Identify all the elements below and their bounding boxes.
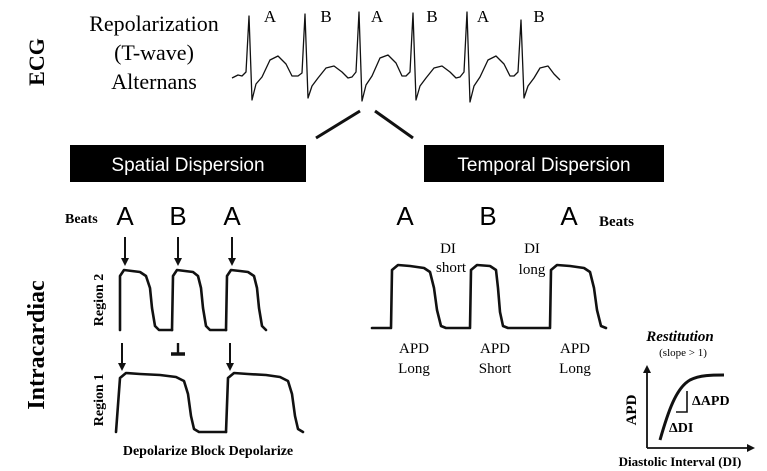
restitution-x-label: Diastolic Interval (DI) bbox=[619, 454, 742, 469]
region-2-label: Region 2 bbox=[92, 274, 107, 327]
ecg-title-line: (T-wave) bbox=[114, 40, 194, 65]
spatial-beat-letter: B bbox=[169, 201, 186, 231]
apd-labels: APD Long APD Short APD Long bbox=[398, 341, 591, 377]
split-line-left bbox=[315, 109, 361, 140]
split-line-right bbox=[374, 109, 414, 140]
ecg-beat-label: B bbox=[320, 7, 331, 26]
spatial-beats-label: Beats bbox=[65, 212, 98, 227]
apd-label: APD bbox=[399, 341, 429, 357]
restitution-subtitle: (slope > 1) bbox=[659, 347, 707, 359]
delta-apd-label: ΔAPD bbox=[692, 394, 730, 409]
region2-action-potential bbox=[224, 268, 268, 332]
ecg-trace bbox=[231, 11, 561, 103]
temporal-beats-label: Beats bbox=[599, 214, 634, 230]
temporal-action-potential-trace bbox=[370, 263, 608, 330]
di-short-label: DI bbox=[440, 241, 456, 257]
ecg-beat-label: B bbox=[426, 7, 437, 26]
restitution-curve bbox=[658, 373, 725, 441]
apd-label: APD bbox=[480, 341, 510, 357]
region1-action-potential bbox=[224, 371, 305, 434]
temporal-dispersion-label: Temporal Dispersion bbox=[457, 155, 630, 176]
temporal-beat-letter: A bbox=[396, 201, 414, 231]
region2-action-potential bbox=[170, 268, 228, 332]
restitution-y-label: APD bbox=[624, 394, 640, 425]
apd-label: Long bbox=[559, 361, 591, 377]
ecg-title: Repolarization (T-wave) Alternans bbox=[89, 11, 219, 94]
di-long-label: long bbox=[519, 262, 546, 278]
ecg-beat-label: A bbox=[477, 7, 490, 26]
spatial-dispersion-label: Spatial Dispersion bbox=[111, 155, 264, 176]
di-short-label: short bbox=[436, 260, 467, 276]
temporal-beat-letters: A B A bbox=[396, 201, 578, 231]
ecg-beat-label: B bbox=[533, 7, 544, 26]
di-labels: DI short DI long bbox=[436, 241, 546, 278]
temporal-beat-letter: B bbox=[479, 201, 496, 231]
region1-action-potential bbox=[114, 371, 228, 434]
ecg-beat-label: A bbox=[371, 7, 384, 26]
ecg-title-line: Alternans bbox=[111, 69, 197, 94]
restitution-slope-triangle bbox=[676, 391, 688, 413]
restitution-title: Restitution bbox=[645, 329, 714, 345]
spatial-dispersion-box bbox=[70, 145, 306, 182]
ecg-side-label: ECG bbox=[24, 38, 49, 86]
intracardiac-side-label: Intracardiac bbox=[24, 280, 50, 410]
region-1-label: Region 1 bbox=[92, 374, 107, 427]
delta-di-label: ΔDI bbox=[669, 421, 693, 436]
spatial-beat-letter: A bbox=[116, 201, 134, 231]
temporal-dispersion-box bbox=[424, 145, 664, 182]
region2-action-potential bbox=[118, 268, 174, 332]
temporal-beat-letter: A bbox=[560, 201, 578, 231]
spatial-beat-letters: A B A bbox=[116, 201, 241, 231]
apd-label: Long bbox=[398, 361, 430, 377]
ecg-title-line: Repolarization bbox=[89, 11, 219, 36]
apd-label: Short bbox=[479, 361, 512, 377]
apd-label: APD bbox=[560, 341, 590, 357]
spatial-bottom-caption: Depolarize Block Depolarize bbox=[123, 444, 293, 459]
ecg-beat-labels: A B A B A B bbox=[264, 7, 545, 26]
di-long-label: DI bbox=[524, 241, 540, 257]
spatial-beat-letter: A bbox=[223, 201, 241, 231]
ecg-beat-label: A bbox=[264, 7, 277, 26]
